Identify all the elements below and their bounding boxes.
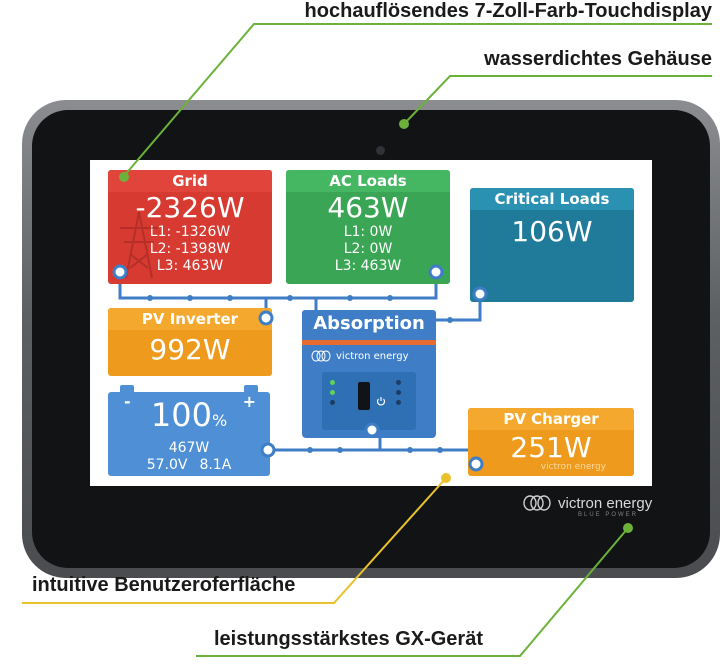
battery-terminal-minus <box>120 385 134 392</box>
pv-inverter-title: PV Inverter <box>108 308 272 330</box>
ac-loads-l3: L3: 463W <box>334 258 402 274</box>
grid-title: Grid <box>108 170 272 192</box>
inverter-state: Absorption <box>302 310 436 336</box>
battery-power: 467W <box>168 440 210 456</box>
led-icon <box>396 390 401 395</box>
pv-inverter-power: 992W <box>149 333 231 366</box>
touch-screen[interactable]: Grid -2326W L1: -1326W L2: -1398W L3: 46… <box>90 160 652 486</box>
power-pylon-icon <box>120 211 158 279</box>
ac-loads-tile[interactable]: AC Loads 463W L1: 0W L2: 0W L3: 463W <box>286 170 450 284</box>
led-icon <box>330 390 335 395</box>
battery-tile[interactable]: - + 100% 467W 57.0V 8.1A <box>108 385 270 476</box>
grid-l2: L2: -1398W <box>149 241 231 257</box>
led-icon <box>396 380 401 385</box>
ac-loads-l2: L2: 0W <box>343 241 393 257</box>
battery-soc-value: 100 <box>150 396 212 434</box>
device-brand: victron energy <box>558 494 653 512</box>
device-logo: victron energy BLUE POWER <box>522 494 653 518</box>
inverter-brand: victron energy <box>310 350 409 362</box>
critical-loads-tile[interactable]: Critical Loads 106W <box>470 188 634 302</box>
pv-charger-title: PV Charger <box>468 408 634 430</box>
pv-charger-brand: victron energy <box>540 462 606 472</box>
battery-soc: 100% <box>108 396 270 440</box>
critical-loads-title: Critical Loads <box>470 188 634 210</box>
callout-housing: wasserdichtes Gehäuse <box>484 48 712 70</box>
callout-ui: intuitive Benutzeroferfläche <box>32 574 296 596</box>
callout-display: hochauflösendes 7-Zoll-Farb-Touchdisplay <box>304 0 712 22</box>
battery-plus-label: + <box>242 392 256 411</box>
led-icon <box>330 400 335 405</box>
device-sub: BLUE POWER <box>578 512 639 518</box>
camera-icon <box>376 146 385 155</box>
battery-soc-unit: % <box>211 411 228 430</box>
power-flow-lines <box>118 272 482 464</box>
grid-l1: L1: -1326W <box>149 224 231 240</box>
battery-terminal-plus <box>244 385 258 392</box>
power-icon <box>376 397 386 406</box>
inverter-brand-text: victron energy <box>336 350 409 362</box>
led-icon <box>330 380 335 385</box>
inverter-switch <box>358 382 370 410</box>
grid-l3: L3: 463W <box>156 258 224 274</box>
battery-minus-label: - <box>124 392 131 411</box>
pv-inverter-tile[interactable]: PV Inverter 992W <box>108 308 272 376</box>
inverter-tile[interactable]: Absorption victron energy <box>302 310 436 438</box>
victron-logo-icon <box>523 495 551 511</box>
pv-charger-power: 251W <box>510 431 592 464</box>
ac-loads-power: 463W <box>327 191 409 224</box>
victron-logo-icon <box>311 350 331 362</box>
grid-tile[interactable]: Grid -2326W L1: -1326W L2: -1398W L3: 46… <box>108 170 272 284</box>
pv-charger-tile[interactable]: PV Charger 251W victron energy <box>468 408 634 476</box>
ac-loads-title: AC Loads <box>286 170 450 192</box>
inverter-orange-band <box>302 340 436 345</box>
inverter-front-panel <box>322 372 416 430</box>
battery-voltage: 57.0V <box>146 457 188 473</box>
critical-loads-power: 106W <box>511 215 593 248</box>
led-icon <box>396 400 401 405</box>
grid-power: -2326W <box>135 191 245 224</box>
battery-current: 8.1A <box>199 457 232 473</box>
ac-loads-l1: L1: 0W <box>343 224 393 240</box>
callout-gx: leistungsstärkstes GX-Gerät <box>214 628 483 650</box>
